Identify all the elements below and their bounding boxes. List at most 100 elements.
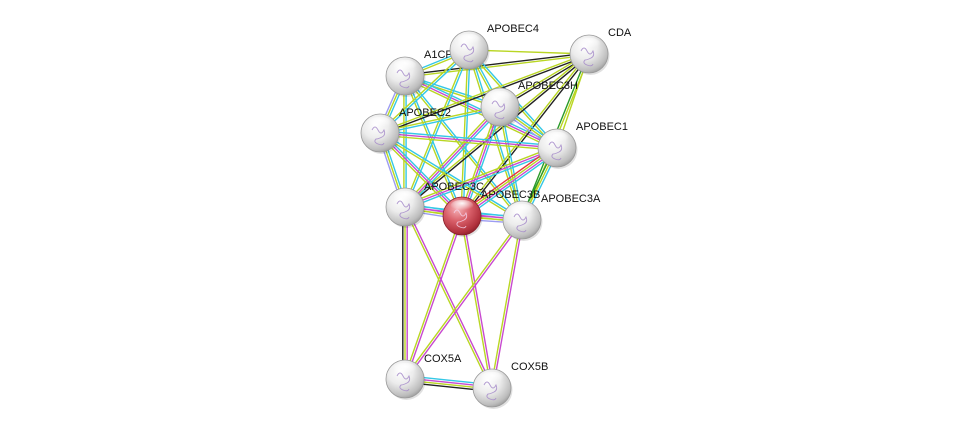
node-highlight (488, 90, 512, 103)
edge-apobec1-apobec3b (459, 144, 560, 220)
edge-line-coexpression (404, 52, 590, 76)
protein-structure-icon (548, 141, 563, 161)
edge-line-experimental (404, 147, 558, 208)
node-label: APOBEC3C (424, 181, 484, 193)
node-apobec3c[interactable]: APOBEC3C (385, 181, 484, 228)
node-highlight (368, 116, 392, 129)
edge-line-experimental (379, 132, 463, 217)
edge-line-textmining (460, 49, 469, 217)
node-layer: A1CF APOBEC4 CDA APOBEC3H APOBEC2APOBEC1APOB… (360, 23, 632, 409)
edge-line-coexpression (405, 54, 591, 209)
edge-apobec4-apobec3a (467, 48, 524, 222)
node-label: APOBEC3H (518, 80, 578, 92)
edge-line-textmining (403, 52, 589, 207)
edge-a1cf-cda (404, 52, 590, 78)
edge-apobec1-apobec3c (403, 145, 559, 210)
edge-cda-apobec3b (460, 52, 591, 218)
edge-apobec3b-cox5a (403, 214, 464, 381)
edge-line-textmining (379, 134, 558, 151)
edge-apobec3c-cox5a (402, 206, 408, 380)
edge-line-textmining (460, 215, 492, 389)
protein-structure-icon (580, 47, 595, 67)
node-highlight (393, 362, 417, 375)
edge-line-coexpression (462, 53, 591, 218)
protein-structure-icon (483, 381, 498, 401)
edge-line-experimental (379, 132, 558, 149)
node-highlight (510, 203, 534, 216)
node-label: A1CF (424, 49, 452, 61)
edge-line-textmining (403, 206, 492, 390)
edge-apobec3h-apobec3c (402, 104, 503, 210)
node-label: COX5B (511, 361, 548, 373)
node-highlight (450, 199, 474, 212)
edge-line-curated-db (379, 107, 501, 135)
edge-line-curated-db (405, 149, 559, 210)
protein-structure-icon (460, 43, 475, 63)
node-highlight (393, 59, 417, 72)
edge-line-textmining (460, 52, 589, 217)
edge-line-textmining (378, 133, 523, 222)
edge-apobec4-apobec3c (403, 48, 471, 209)
node-apobec3h[interactable]: APOBEC3H (480, 80, 578, 128)
node-label: COX5A (424, 353, 462, 365)
node-cox5b[interactable]: COX5B (472, 361, 548, 409)
edge-line-curated-db (405, 49, 471, 209)
edge-apobec3h-apobec2 (379, 105, 501, 135)
edge-apobec3a-cox5b (490, 219, 524, 389)
edge-line-textmining (468, 49, 590, 55)
edge-line-fusion (459, 144, 556, 215)
protein-structure-icon (513, 213, 528, 233)
node-apobec3a[interactable]: APOBEC3A (502, 193, 601, 241)
protein-structure-icon (396, 372, 411, 392)
node-highlight (480, 371, 504, 384)
edge-apobec3c-cox5b (403, 205, 494, 390)
edge-line-textmining (403, 218, 522, 380)
edge-line-coexpression (379, 54, 591, 135)
protein-structure-icon (371, 126, 386, 146)
edge-line-textmining (379, 105, 501, 133)
edge-line-textmining (467, 49, 522, 222)
edge-line-textmining (490, 219, 522, 389)
edge-line-experimental (461, 148, 559, 218)
node-apobec1[interactable]: APOBEC1 (537, 121, 628, 169)
edge-apobec4-apobec2 (378, 48, 471, 135)
edge-apobec4-cda (468, 49, 590, 55)
edge-apobec4-apobec3b (460, 49, 471, 217)
node-highlight (457, 33, 481, 46)
node-label: CDA (608, 27, 632, 39)
node-label: APOBEC1 (576, 121, 628, 133)
edge-line-curated-db (405, 107, 503, 210)
edge-line-textmining (378, 52, 590, 133)
edge-line-textmining (403, 48, 469, 208)
node-highlight (545, 131, 569, 144)
node-label: APOBEC3B (481, 189, 540, 201)
edge-line-textmining (402, 104, 500, 207)
edge-line-curated-db (379, 130, 558, 147)
protein-structure-icon (396, 69, 411, 89)
edge-line-textmining (403, 145, 557, 206)
protein-structure-icon (396, 200, 411, 220)
node-label: APOBEC3A (541, 193, 601, 205)
edge-line-curated-db (463, 149, 560, 220)
edge-line-curated-db (380, 50, 471, 135)
edge-apobec2-apobec1 (379, 130, 558, 151)
edge-line-textmining (404, 54, 590, 78)
node-cda[interactable]: CDA (569, 27, 632, 75)
node-apobec2[interactable]: APOBEC2 (360, 107, 451, 154)
node-label: APOBEC4 (487, 23, 539, 35)
edge-line-experimental (405, 205, 494, 389)
edge-a1cf-apobec3c (403, 75, 407, 208)
node-apobec4[interactable]: APOBEC4 (449, 23, 539, 71)
node-cox5a[interactable]: COX5A (385, 353, 462, 400)
node-label: APOBEC2 (399, 107, 451, 119)
edge-line-experimental (462, 215, 494, 389)
node-a1cf[interactable]: A1CF (385, 49, 452, 97)
edge-apobec3a-cox5a (403, 218, 524, 381)
edge-line-curated-db (380, 130, 465, 216)
edge-line-textmining (460, 146, 558, 216)
node-apobec3b[interactable]: APOBEC3B (442, 189, 540, 237)
edge-apobec2-apobec3b (377, 130, 465, 219)
edge-apobec3b-cox5b (460, 215, 494, 389)
protein-structure-icon (491, 100, 506, 120)
edge-line-textmining (403, 77, 557, 151)
